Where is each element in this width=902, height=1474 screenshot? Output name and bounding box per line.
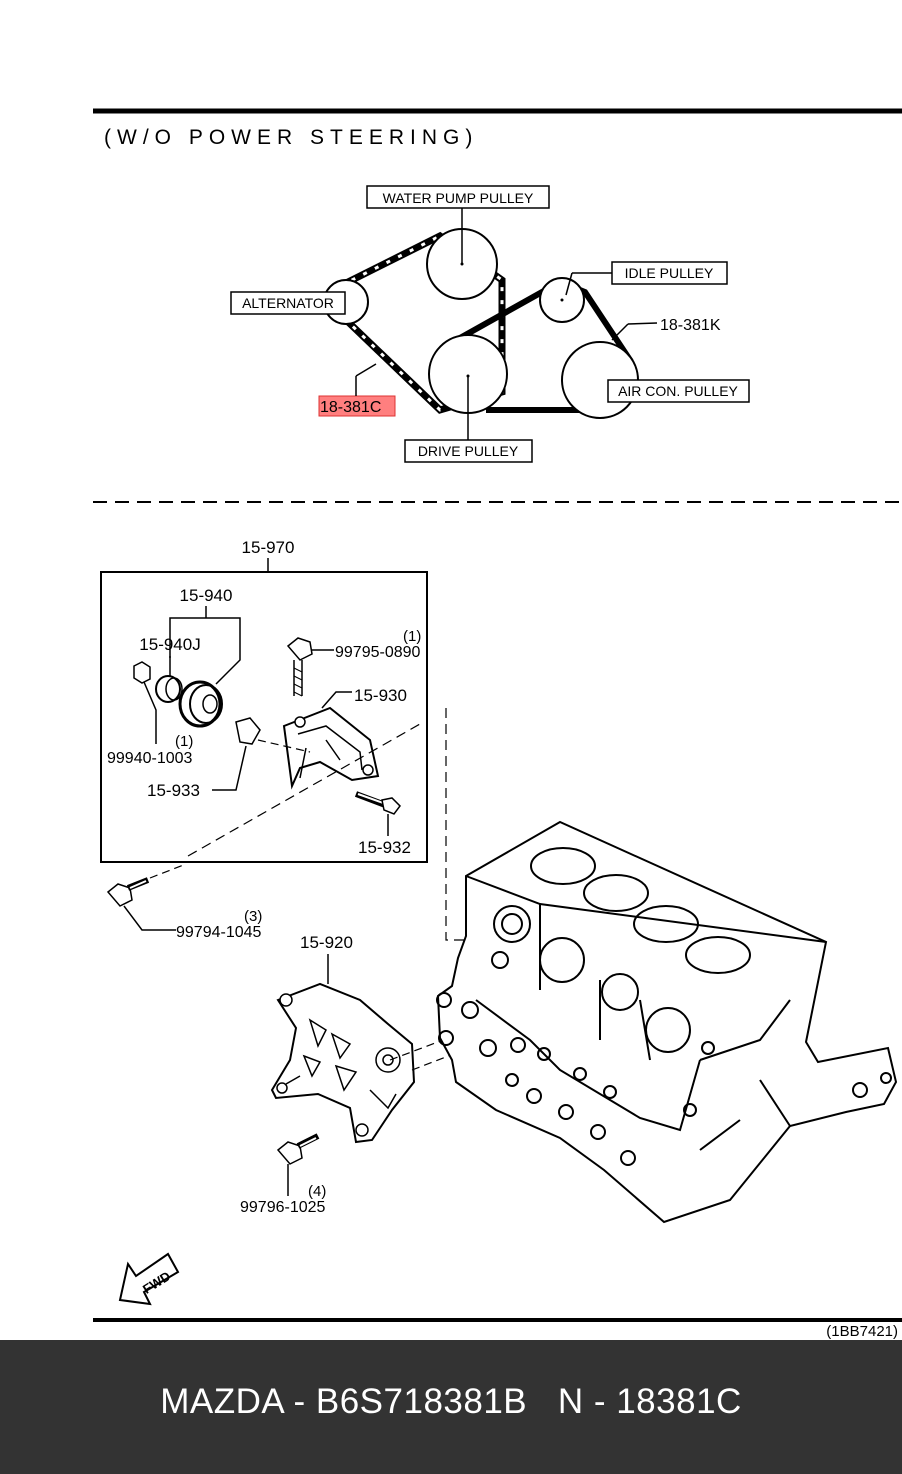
fwd-arrow-icon: FWD: [118, 1252, 180, 1306]
cylinder-bore-1: [530, 847, 596, 885]
bearing-ref: 15-940J: [139, 635, 200, 654]
pulley-ref: 15-940: [180, 586, 233, 605]
spacer: [235, 717, 261, 745]
bearing: [155, 675, 181, 703]
belt-c-ref-highlight: [318, 395, 396, 417]
bracket-15-920: [270, 982, 416, 1144]
air-con-label: AIR CON. PULLEY: [618, 383, 738, 399]
bolt-99794: [106, 883, 133, 907]
cylinder-bore-4: [685, 936, 751, 974]
drive-pulley-label: DRIVE PULLEY: [418, 443, 519, 459]
alternator-label-box: [230, 291, 346, 315]
alternator-label: ALTERNATOR: [242, 295, 334, 311]
assembly-box: [100, 571, 428, 863]
bracket-ref: 15-930: [354, 686, 407, 705]
engine-block: [436, 820, 898, 1224]
idle-pulley-label: IDLE PULLEY: [625, 265, 714, 281]
tensioner-assembly: 15-970 15-940 15-940J (1) 99940-1003 15-…: [100, 538, 428, 863]
mount-bolt-ref: 99794-1045: [176, 924, 262, 941]
air-con-label-box: [607, 379, 750, 403]
water-pump-label: WATER PUMP PULLEY: [383, 190, 534, 206]
figure-code: (1BB7421): [826, 1323, 898, 1340]
mount-bracket-ref: 15-920: [300, 933, 353, 952]
parts-diagram: (W/O POWER STEERING) WATER PUMP PULLEY A…: [93, 108, 902, 1340]
nut-ref: 99940-1003: [107, 750, 193, 767]
bolt-qty: (1): [403, 628, 421, 645]
belt-k-ref: 18-381K: [660, 317, 721, 334]
mount-bolt-qty: (3): [244, 908, 262, 925]
bolt-99796: [276, 1141, 303, 1165]
belt-layout: WATER PUMP PULLEY ALTERNATOR IDLE PULLEY…: [230, 185, 750, 463]
spacer-ref: 15-933: [147, 781, 200, 800]
mounting-parts: (3) 99794-1045 15-920 (4) 99796-1025: [106, 708, 491, 1216]
tensioner-pulley: [178, 680, 222, 728]
bolt-ref: 99795-0890: [335, 644, 421, 661]
nut-qty: (1): [175, 733, 193, 750]
water-pump-label-box: [366, 185, 550, 209]
belt-18-381c-stripes: [339, 234, 504, 412]
diagram-heading: (W/O POWER STEERING): [104, 126, 478, 149]
bolt-99795: [286, 637, 313, 661]
lower-bolt-ref: 99796-1025: [240, 1199, 326, 1216]
cylinder-bore-3: [633, 905, 699, 943]
cylinder-bore-2: [583, 874, 649, 912]
assembly-ref: 15-970: [242, 538, 295, 557]
footer-bar: MAZDA - B6S718381B N - 18381C: [0, 1340, 902, 1474]
part-number-caption: MAZDA - B6S718381B N - 18381C: [160, 1382, 742, 1421]
belt-c-ref: 18-381C: [320, 399, 381, 416]
adjust-bolt-ref: 15-932: [358, 838, 411, 857]
nut: [133, 661, 151, 684]
lower-bolt-qty: (4): [308, 1183, 326, 1200]
